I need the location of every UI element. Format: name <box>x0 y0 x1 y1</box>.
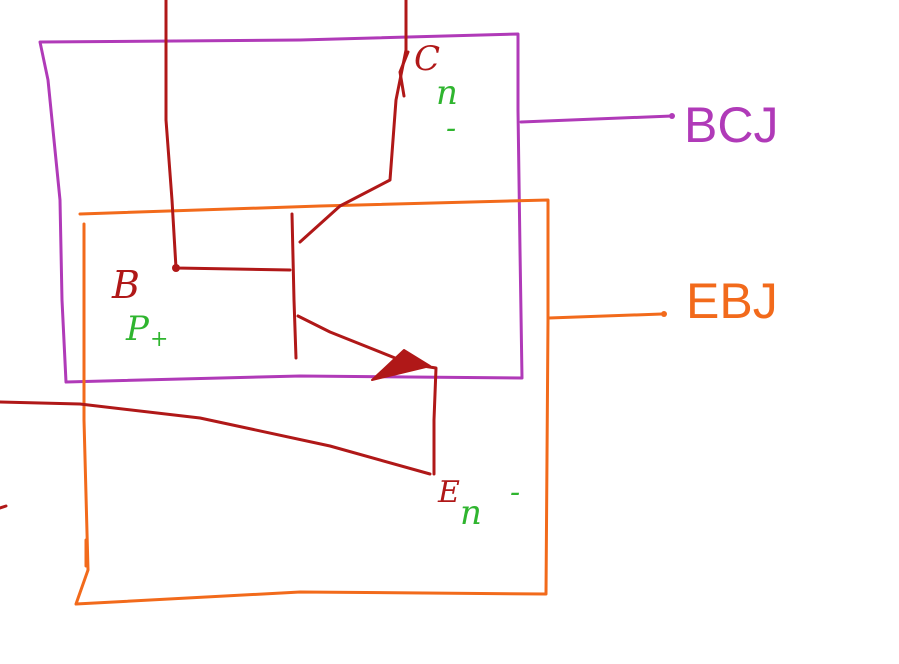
collector-terminal-mark <box>398 50 410 98</box>
base-doping-sign: + <box>150 327 168 352</box>
emitter-doping-type: n <box>460 493 482 533</box>
collector-doping-type: n <box>436 73 458 113</box>
base-junction-dot <box>172 264 180 272</box>
ebj-region-outline <box>74 198 550 606</box>
collector-wire <box>298 0 408 244</box>
base-doping-type: P <box>125 309 150 349</box>
emitter-arrowhead <box>371 349 431 381</box>
emitter-lead-wire <box>0 400 432 476</box>
collector-label: C <box>414 39 440 79</box>
bcj-leader-line <box>519 114 674 124</box>
ebj-leader-dot <box>661 311 667 317</box>
base-label: B <box>111 263 140 307</box>
emitter-label: E <box>437 475 460 510</box>
emitter-wire <box>296 314 438 476</box>
base-lead-wire <box>164 0 292 272</box>
base-bar <box>290 212 298 360</box>
bcj-region-outline <box>38 32 524 384</box>
bcj-label: BCJ <box>684 97 778 153</box>
ebj-leader-line <box>547 312 664 320</box>
collector-doping-sign: - <box>446 111 456 146</box>
left-edge-mark <box>0 504 8 510</box>
ebj-label: EBJ <box>686 273 778 329</box>
bcj-leader-dot <box>669 113 675 119</box>
emitter-doping-sign: - <box>510 475 520 510</box>
